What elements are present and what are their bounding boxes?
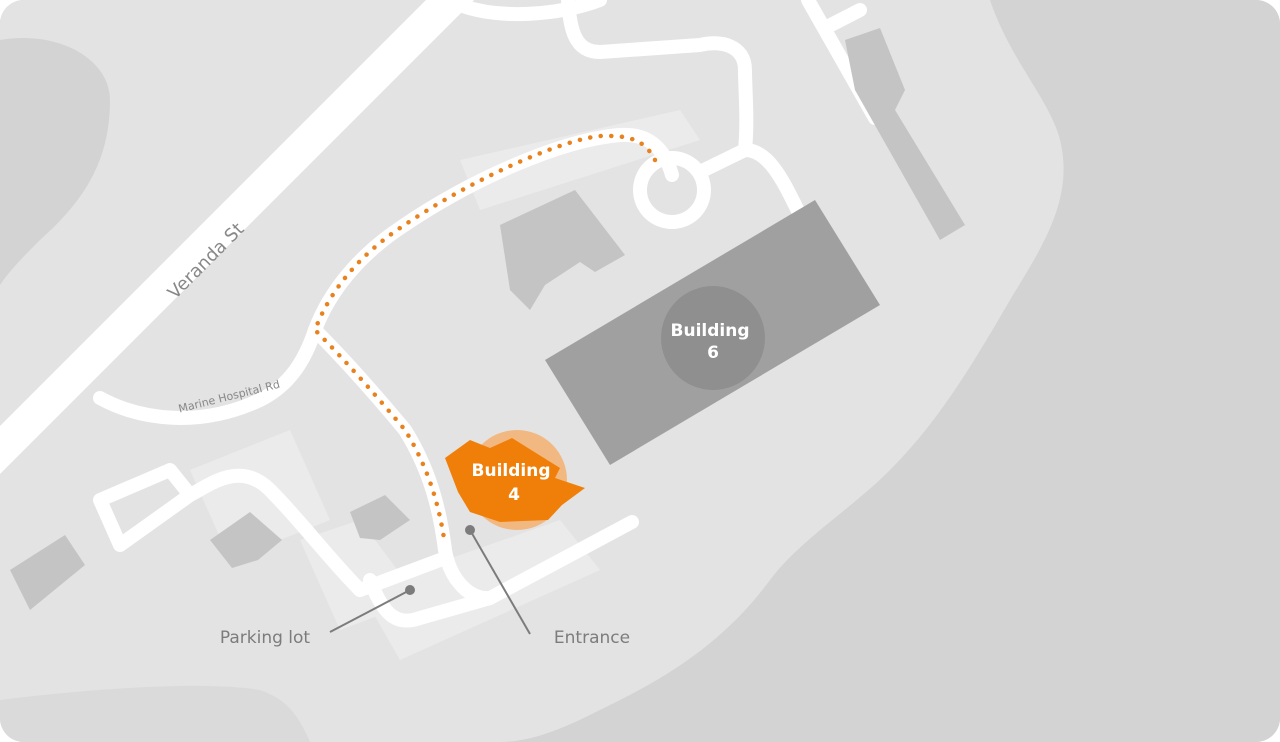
building-6-label: Building 6 [671,321,756,363]
water-cove [0,38,110,285]
building-north [500,190,625,310]
walking-route [312,133,658,548]
callout-parking: Parking lot [220,585,415,648]
building-6-marker [661,286,765,390]
building-4-label: Building 4 [472,461,557,505]
road-veranda [0,0,475,475]
callout-parking-label: Parking lot [220,628,311,648]
building-far-west [10,535,85,610]
building-west [350,495,410,540]
land-southwest [0,685,310,742]
callout-entrance-label: Entrance [554,628,630,648]
road-circle [633,151,711,229]
buildings-minor [10,28,965,610]
callout-entrance: Entrance [465,525,630,648]
building-north-east [845,28,965,240]
building-4[interactable] [445,438,585,522]
building-southwest [210,512,282,568]
